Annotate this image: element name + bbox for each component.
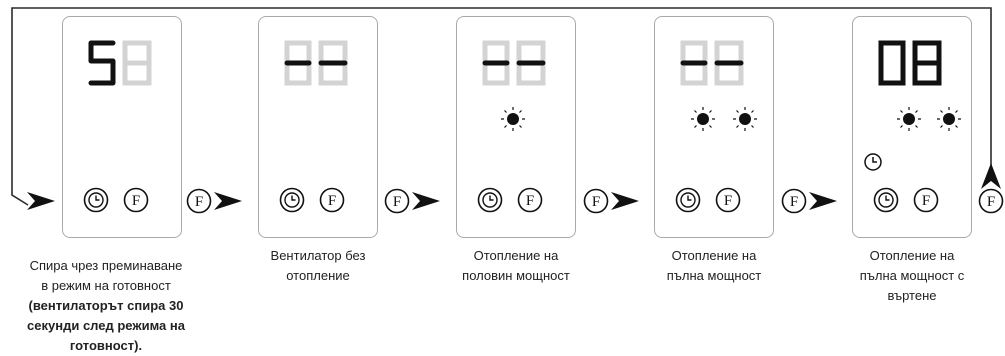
f-button-icon: F: [319, 187, 345, 213]
arrow-icon: [214, 192, 242, 210]
svg-text:F: F: [724, 193, 732, 209]
f-button-icon: F: [781, 188, 807, 214]
svg-text:F: F: [987, 194, 995, 210]
svg-text:F: F: [592, 194, 600, 210]
caption-full-power: Отопление на пълна мощност: [666, 248, 762, 283]
clock-button-icon: [675, 187, 701, 213]
arrow-icon: [27, 192, 55, 210]
f-button-icon: F: [123, 187, 149, 213]
digit-display: [284, 40, 348, 86]
svg-text:F: F: [526, 193, 534, 209]
sun-icon: [501, 107, 525, 131]
f-button-icon: F: [978, 188, 1004, 214]
caption-full-power-rotation: Отопление на пълна мощност с въртене: [859, 248, 965, 303]
arrow-icon: [809, 192, 837, 210]
digit-display: [482, 40, 546, 86]
svg-text:F: F: [790, 194, 798, 210]
arrow-icon: [611, 192, 639, 210]
arrow-icon: [412, 192, 440, 210]
svg-text:F: F: [922, 193, 930, 209]
caption-half-power: Отопление на половин мощност: [462, 248, 570, 283]
clock-button-icon: [83, 187, 109, 213]
panel-standby: F: [62, 16, 182, 238]
clock-button-icon: [873, 187, 899, 213]
digit-display: [680, 40, 744, 86]
panel-half-power: F: [456, 16, 576, 238]
sun-icon: [897, 107, 921, 131]
loop-connector: [11, 7, 992, 206]
panel-full-power-rotation: F: [852, 16, 972, 238]
panel-fan: F: [258, 16, 378, 238]
clock-button-icon: [477, 187, 503, 213]
sun-icon: [691, 107, 715, 131]
svg-text:F: F: [393, 194, 401, 210]
clock-button-icon: [279, 187, 305, 213]
digit-display: [88, 40, 152, 86]
sun-icon: [733, 107, 757, 131]
arrow-up-icon: [981, 163, 1001, 189]
caption-fan: Вентилатор без отопление: [270, 248, 366, 283]
sun-icon: [937, 107, 961, 131]
digit-display: [878, 40, 942, 86]
caption-standby: Спира чрез преминаване в режим на готовн…: [27, 258, 185, 353]
svg-text:F: F: [328, 193, 336, 209]
f-button-icon: F: [384, 188, 410, 214]
f-button-icon: F: [517, 187, 543, 213]
svg-text:F: F: [195, 194, 203, 210]
f-button-icon: F: [715, 187, 741, 213]
panel-full-power: F: [654, 16, 774, 238]
f-button-icon: F: [913, 187, 939, 213]
timer-indicator-icon: [864, 153, 882, 171]
f-button-icon: F: [186, 188, 212, 214]
f-button-icon: F: [583, 188, 609, 214]
svg-text:F: F: [132, 193, 140, 209]
